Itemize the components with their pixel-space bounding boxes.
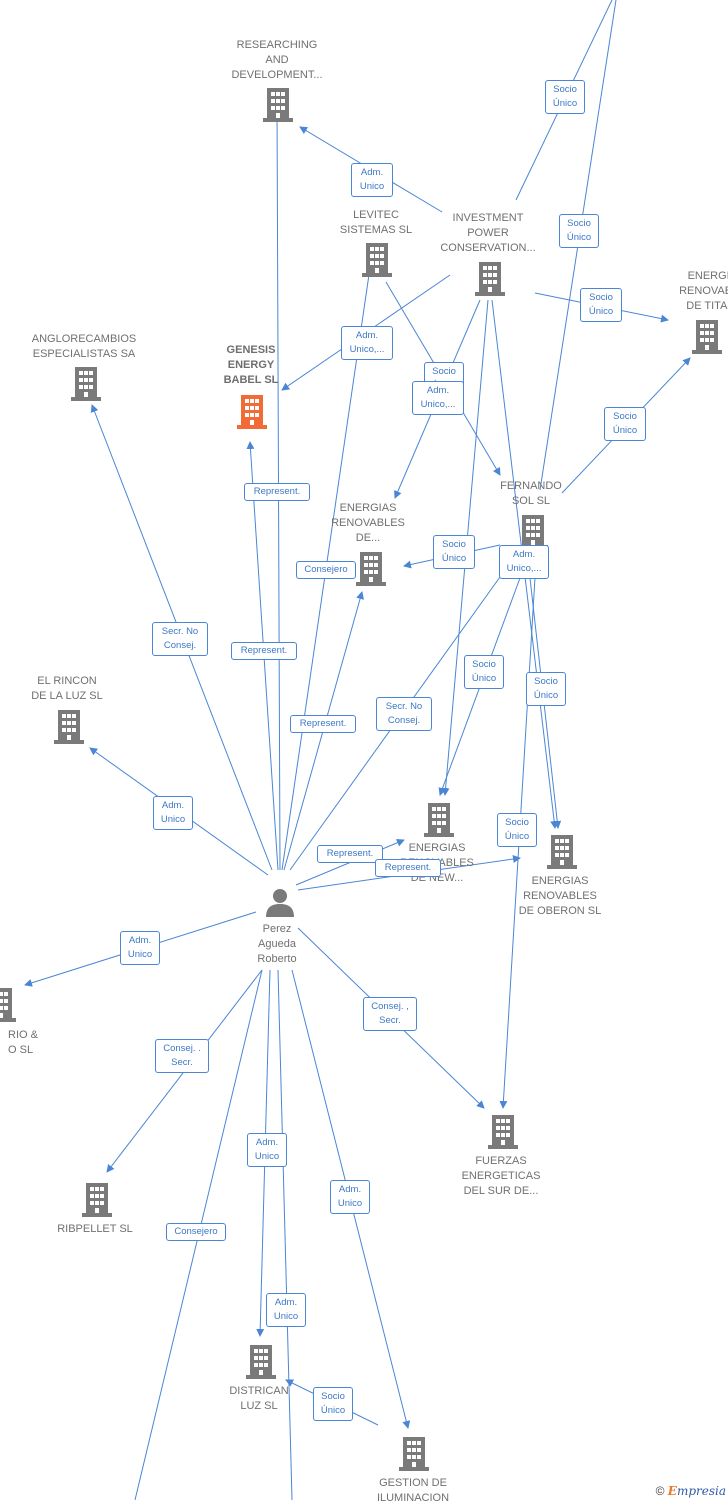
edge-label[interactable]: Adm. Unico,... (341, 326, 393, 360)
node-label: GESTION DE ILUMINACION (376, 1477, 450, 1504)
node-label: RIBPELLET SL (57, 1223, 133, 1235)
edge-label[interactable]: Adm. Unico (266, 1293, 306, 1327)
edge-label[interactable]: Adm. Unico (330, 1180, 370, 1214)
edge-label[interactable]: Adm. Unico (153, 796, 193, 830)
building-icon (356, 552, 386, 586)
edge-label[interactable]: Socio Único (313, 1387, 353, 1421)
building-icon (362, 243, 392, 277)
node-label: Perez Agueda Roberto (257, 923, 297, 965)
edge-label[interactable]: Represent. (244, 483, 310, 501)
edge-label[interactable]: Socio Único (545, 80, 585, 114)
building-icon (263, 88, 293, 122)
brand-logo: Empresia (667, 1484, 726, 1498)
node-label: ENERGIAS RENOVABLES DE... (331, 502, 405, 544)
building-icon (547, 835, 577, 869)
building-icon (71, 367, 101, 401)
edge-label[interactable]: Represent. (290, 715, 356, 733)
building-icon (54, 710, 84, 744)
edge-label[interactable]: Adm. Unico (120, 931, 160, 965)
building-icon (488, 1115, 518, 1149)
node-label: DISTRICAN LUZ SL (229, 1385, 289, 1412)
node-label: ANGLORECAMBIOS ESPECIALISTAS SA (31, 333, 137, 360)
building-icon (0, 988, 16, 1022)
edge-label[interactable]: Consej. . Secr. (155, 1039, 209, 1073)
node-label: FUERZAS ENERGETICAS DEL SUR DE... (461, 1155, 541, 1197)
person-icon (266, 889, 294, 917)
building-icon (475, 262, 505, 296)
edge-label[interactable]: Socio Único (580, 288, 622, 322)
edge-label[interactable]: Socio Único (433, 535, 475, 569)
edge-label[interactable]: Consejero (166, 1223, 226, 1241)
node-label: ENERGIAS RENOVABLES DE OBERON SL (518, 875, 602, 917)
edge-label[interactable]: Represent. (375, 859, 441, 877)
building-icon (692, 320, 722, 354)
edge-label[interactable]: Adm. Unico,... (412, 381, 464, 415)
edge-label[interactable]: Socio Único (497, 813, 537, 847)
edge-label[interactable]: Adm. Unico (247, 1133, 287, 1167)
node-label: RESEARCHING AND DEVELOPMENT... (231, 39, 323, 81)
edge-label[interactable]: Secr. No Consej. (376, 697, 432, 731)
building-icon (82, 1183, 112, 1217)
building-icon (518, 515, 548, 549)
edge-label[interactable]: Represent. (317, 845, 383, 863)
edge-label[interactable]: Adm. Unico,... (499, 545, 549, 579)
node-label: EL RINCON DE LA LUZ SL (31, 675, 103, 702)
edge-label[interactable]: Socio Único (464, 655, 504, 689)
building-icon-highlighted (237, 395, 267, 429)
edge-label[interactable]: Socio Único (559, 214, 599, 248)
edge-label[interactable]: Consejero (296, 561, 356, 579)
edge-label[interactable]: Adm. Unico (351, 163, 393, 197)
node-label: ENERGIAS RENOVABLES DE TITANIA (679, 270, 728, 312)
building-icon (424, 803, 454, 837)
edge-label[interactable]: Socio Único (526, 672, 566, 706)
edge-label[interactable]: Represent. (231, 642, 297, 660)
edge-label[interactable]: Consej. , Secr. (363, 997, 417, 1031)
node-label: FERNANDO SOL SL (500, 480, 562, 507)
node-label: RIO & O SL (8, 1029, 38, 1056)
empresia-watermark: © Empresia (656, 1484, 726, 1498)
node-label: LEVITEC SISTEMAS SL (339, 209, 413, 236)
building-icon (399, 1437, 429, 1471)
edge-label[interactable]: Secr. No Consej. (152, 622, 208, 656)
node-label: INVESTMENT POWER CONSERVATION... (440, 212, 536, 254)
copyright-symbol: © (655, 1484, 665, 1498)
node-label: GENESIS ENERGY BABEL SL (223, 344, 279, 386)
edge-label[interactable]: Socio Único (604, 407, 646, 441)
building-icon (246, 1345, 276, 1379)
